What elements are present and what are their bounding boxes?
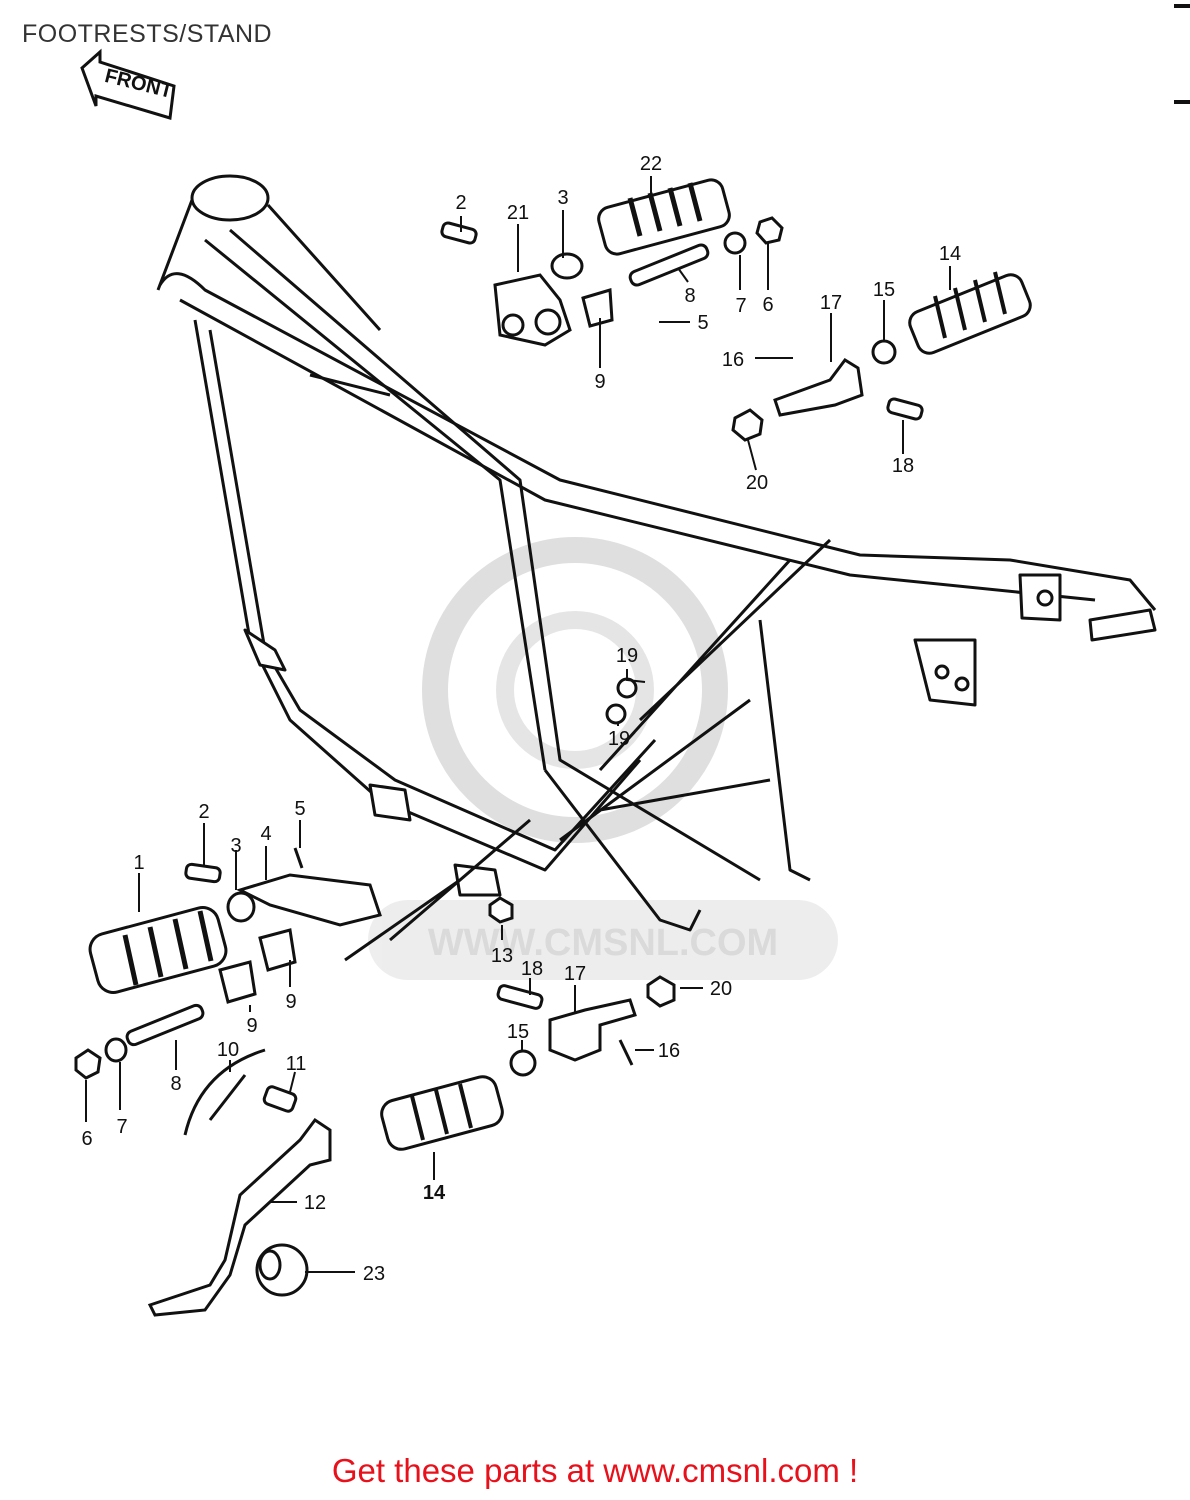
collar-9-lower-a (258, 928, 297, 972)
callout-20-upper: 20 (746, 472, 768, 494)
bolt-8-lower (125, 1003, 205, 1047)
callout-14-upper: 14 (939, 243, 961, 265)
callout-20-lower: 20 (710, 978, 732, 1000)
washer-3-lower (226, 891, 256, 923)
watermark: WWW.CMSNL.COM (368, 537, 838, 980)
callout-10: 10 (217, 1039, 239, 1061)
callout-3-lower: 3 (230, 835, 241, 857)
washer-15-lower (509, 1049, 537, 1077)
nut-20-upper (731, 408, 764, 442)
callout-7-lower: 7 (116, 1116, 127, 1138)
lower-parts (74, 847, 676, 1317)
callout-13: 13 (491, 945, 513, 967)
callout-8-upper: 8 (684, 285, 695, 307)
callout-21: 21 (507, 202, 529, 224)
cotter-pin-5-lower (293, 847, 304, 869)
callout-14-lower: 14 (423, 1182, 446, 1204)
callout-1: 1 (133, 852, 144, 874)
callout-2-upper: 2 (455, 192, 466, 214)
washer-7-upper (723, 231, 747, 255)
bolt-11 (262, 1085, 298, 1113)
edge-mark-top (1174, 4, 1190, 8)
callout-7-upper: 7 (735, 295, 746, 317)
nut-13 (488, 896, 514, 924)
callout-9-lower-a: 9 (285, 991, 296, 1013)
rear-footrest-bracket-21 (493, 273, 572, 347)
callout-5-upper: 5 (697, 312, 708, 334)
nut-19-b (605, 703, 627, 725)
spring-10 (183, 1048, 266, 1136)
callout-18-lower: 18 (521, 958, 543, 980)
watermark-text: WWW.CMSNL.COM (428, 922, 778, 964)
callout-19-b: 19 (608, 728, 630, 750)
nut-6-lower (74, 1048, 102, 1080)
callout-labels: 2 21 3 22 8 7 6 5 9 14 15 17 16 18 20 19… (81, 153, 961, 1285)
callout-15-lower: 15 (507, 1021, 529, 1043)
washer-7-lower (104, 1037, 128, 1063)
callout-16-lower: 16 (658, 1040, 680, 1062)
callout-22: 22 (640, 153, 662, 175)
footrest-bracket-4 (235, 873, 382, 927)
callout-5-lower: 5 (294, 798, 305, 820)
motorcycle-frame (156, 174, 1157, 962)
upper-parts (440, 178, 1032, 442)
callout-18-upper: 18 (892, 455, 914, 477)
washer-3-upper (550, 252, 584, 280)
rear-footrest-rubber-22 (597, 178, 731, 256)
washer-15-upper (871, 339, 897, 365)
footer-link[interactable]: Get these parts at www.cmsnl.com ! (331, 1452, 859, 1489)
page-title: FOOTRESTS/STAND (22, 20, 273, 48)
callout-6-lower: 6 (81, 1128, 92, 1150)
pin-2-upper (440, 221, 478, 245)
callout-6-upper: 6 (762, 294, 773, 316)
collar-9-upper (581, 288, 614, 328)
collar-9-lower-b (218, 960, 257, 1004)
side-stand-12 (147, 1117, 332, 1317)
callout-9-upper: 9 (594, 371, 605, 393)
bolt-8-upper (628, 243, 710, 287)
callout-16-upper: 16 (722, 349, 744, 371)
nut-20-lower (646, 975, 676, 1008)
nut-6-upper (755, 216, 784, 245)
stopper-23-hub (258, 1249, 282, 1281)
callout-23: 23 (363, 1263, 385, 1285)
callout-17-upper: 17 (820, 292, 842, 314)
footrest-rubber-14-lower (380, 1075, 504, 1151)
callout-11: 11 (286, 1053, 307, 1075)
pin-18-lower (496, 984, 544, 1010)
footrest-rubber-14-upper (908, 271, 1032, 355)
front-arrow: FRONT (80, 48, 176, 120)
callout-9-lower-b: 9 (246, 1015, 257, 1037)
pin-2-lower (184, 862, 222, 884)
edge-mark-middle (1174, 100, 1190, 104)
leader-lines (85, 176, 951, 1273)
callout-2-lower: 2 (198, 801, 209, 823)
callout-17-lower: 17 (564, 963, 586, 985)
footrest-mount-17-upper (773, 358, 864, 417)
callout-4: 4 (260, 823, 271, 845)
footrest-mount-17-lower (548, 998, 637, 1062)
callout-15-upper: 15 (873, 279, 895, 301)
callout-19-a: 19 (616, 645, 638, 667)
callout-3-upper: 3 (557, 187, 568, 209)
callout-12: 12 (304, 1192, 326, 1214)
front-footrest-rubber-1 (88, 906, 228, 994)
pin-18-upper (886, 397, 924, 421)
callout-8-lower: 8 (170, 1073, 181, 1095)
cotter-pin-16-lower (618, 1039, 634, 1066)
